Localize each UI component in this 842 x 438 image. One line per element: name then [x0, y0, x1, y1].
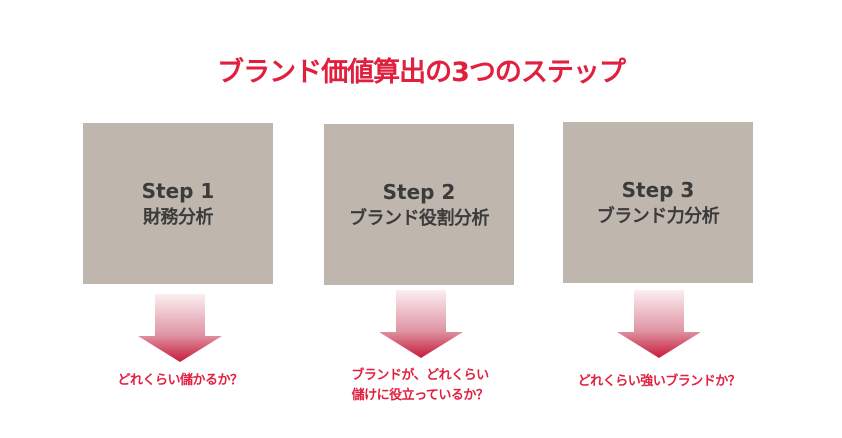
down-arrow-icon — [617, 290, 701, 358]
step-label: Step 3 — [621, 177, 695, 202]
step-3-question: どれくらい強いブランドか？ — [539, 372, 779, 392]
step-1-box: Step 1 財務分析 — [83, 123, 273, 284]
step-name: ブランド力分析 — [596, 205, 720, 227]
step-name: ブランド役割分析 — [349, 207, 490, 229]
question-line: どれくらい強いブランドか？ — [577, 374, 741, 389]
question-line: どれくらい儲かるか？ — [117, 373, 243, 388]
diagram-title: ブランド価値算出の3つのステップ — [217, 57, 626, 88]
question-line: 儲けに役立っているか？ — [351, 388, 489, 403]
step-3-box: Step 3 ブランド力分析 — [563, 122, 753, 283]
step-2-question: ブランドが、どれくらい 儲けに役立っているか？ — [300, 366, 540, 406]
question-line: ブランドが、どれくらい — [351, 368, 489, 383]
step-label: Step 2 — [382, 179, 456, 204]
step-name: 財務分析 — [143, 206, 214, 228]
step-1-question: どれくらい儲かるか？ — [60, 371, 300, 391]
down-arrow-icon — [379, 290, 463, 358]
step-2-box: Step 2 ブランド役割分析 — [324, 124, 514, 285]
step-label: Step 1 — [141, 178, 215, 203]
down-arrow-icon — [138, 294, 222, 362]
